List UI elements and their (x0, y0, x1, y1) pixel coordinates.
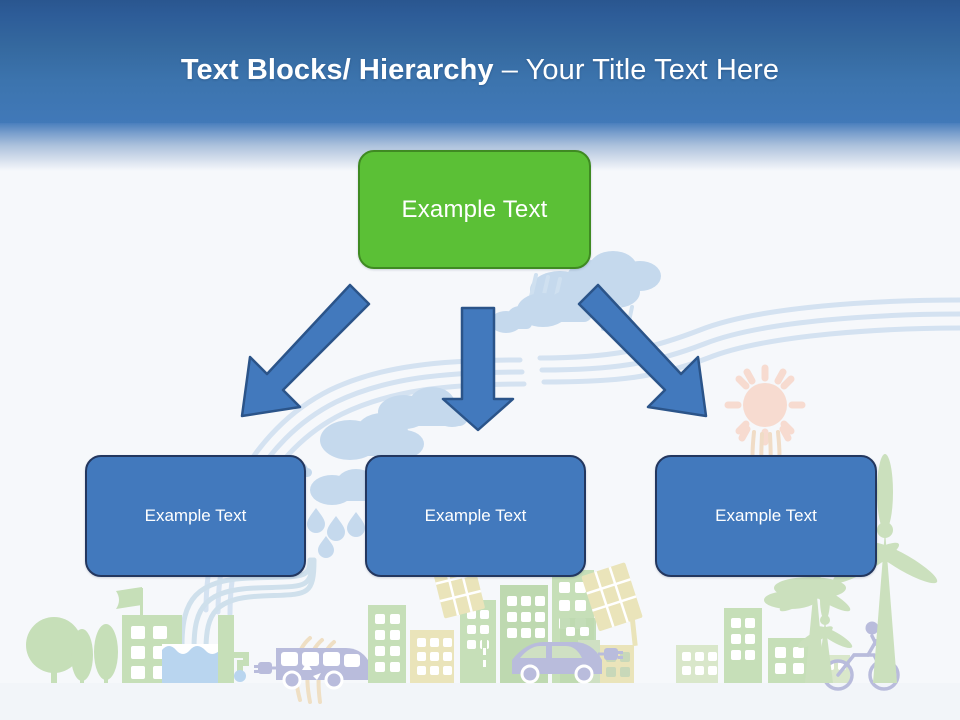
hierarchy-child-box-left[interactable]: Example Text (85, 455, 306, 577)
flag-icon (116, 587, 142, 609)
building (600, 645, 634, 683)
plant-windows (131, 626, 167, 679)
page-title-light: Your Title Text Here (525, 54, 780, 86)
car-windows (520, 646, 582, 658)
city-skyline (368, 570, 850, 683)
electric-car (512, 642, 623, 684)
building (578, 640, 600, 683)
raindrop-group (307, 508, 365, 558)
cloud-icon (378, 387, 470, 429)
arrow-right (577, 283, 708, 418)
hierarchy-child-box-middle[interactable]: Example Text (365, 455, 586, 577)
cyclist-icon (822, 621, 900, 691)
solar-panel (581, 562, 643, 632)
solar-mast (627, 599, 638, 647)
car-wheel (574, 664, 594, 684)
plug-icon (598, 648, 623, 660)
tree-icon (94, 624, 118, 683)
building (676, 645, 718, 683)
water-drop (234, 670, 246, 682)
hierarchy-child-box-right[interactable]: Example Text (655, 455, 877, 577)
arrow-left (240, 283, 371, 418)
hedge-icon (764, 577, 846, 609)
recycling-bus (254, 648, 368, 690)
raindrop-icon (327, 516, 345, 541)
tree-icon (71, 629, 93, 683)
page-title: Text Blocks/ Hierarchy – Your Title Text… (0, 52, 960, 88)
wind-turbine (797, 580, 853, 683)
rain-lines (528, 273, 634, 333)
arrow-center (441, 306, 515, 432)
building (410, 630, 454, 683)
hierarchy-child-label: Example Text (715, 506, 817, 525)
cloud-icon (517, 290, 592, 327)
raindrop-icon (318, 536, 334, 558)
building (724, 608, 762, 683)
building (500, 585, 548, 683)
building (368, 605, 406, 683)
tree-group (26, 617, 118, 683)
bus-wheel (324, 670, 344, 690)
building-antenna (482, 638, 487, 683)
plug-icon (254, 662, 278, 674)
building (460, 600, 496, 683)
cloud-icon (490, 306, 533, 333)
hierarchy-child-label: Example Text (144, 506, 247, 525)
water-surface (162, 644, 220, 654)
page-title-bold: Text Blocks/ Hierarchy (180, 54, 494, 86)
plant-tower (218, 615, 234, 683)
faucet-icon (234, 652, 249, 673)
water-basin (162, 646, 220, 683)
cloud-icon (320, 413, 424, 460)
water-plant (116, 587, 249, 683)
hierarchy-child-label: Example Text (424, 506, 527, 525)
building (768, 638, 814, 683)
ground-strip (0, 683, 960, 720)
header-band (0, 0, 960, 124)
hierarchy-root-box[interactable]: Example Text (358, 150, 591, 269)
cloud-icon (589, 251, 661, 291)
building (552, 570, 594, 683)
building (820, 655, 850, 683)
plant-building (122, 615, 182, 683)
grass-cluster (293, 636, 336, 704)
hierarchy-root-label: Example Text (401, 195, 548, 223)
recycle-icon (293, 662, 321, 680)
building (560, 618, 596, 683)
page-title-separator: – (493, 54, 526, 86)
tree-icon (26, 617, 82, 683)
car-wheel (520, 664, 540, 684)
raindrop-icon (347, 512, 365, 537)
bus-windows (281, 652, 360, 667)
bus-wheel (282, 670, 302, 690)
wind-swirl-right (537, 297, 960, 385)
flag-pole (140, 588, 143, 616)
raindrop-icon (307, 508, 325, 533)
